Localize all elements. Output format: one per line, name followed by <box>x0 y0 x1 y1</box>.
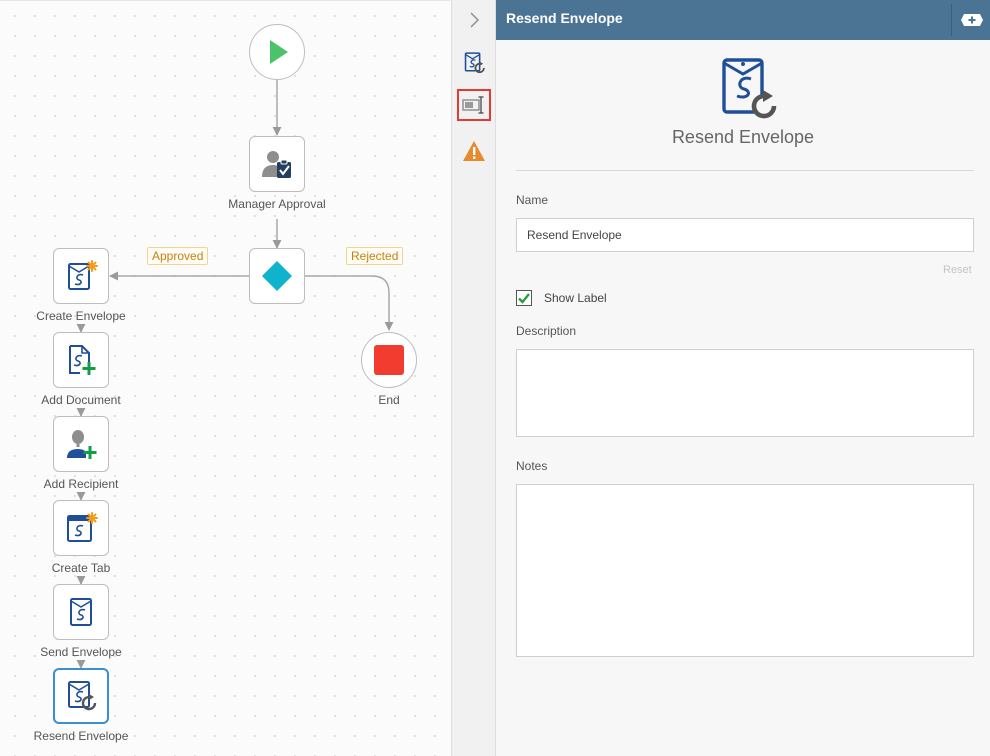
node-label-manager-approval: Manager Approval <box>228 197 326 211</box>
warning-icon <box>463 141 485 161</box>
workflow-canvas[interactable]: Manager Approval Approved Rejected End C… <box>0 0 450 756</box>
collapse-panel-button[interactable] <box>457 4 491 36</box>
node-label-send-envelope: Send Envelope <box>40 645 122 659</box>
node-label-create-tab: Create Tab <box>51 561 111 575</box>
envelope-resend-icon <box>464 52 485 74</box>
envelope-resend-icon <box>68 681 97 711</box>
header-divider <box>951 4 952 36</box>
properties-tool-button[interactable] <box>457 47 491 79</box>
show-label-checkbox[interactable] <box>516 290 532 306</box>
tab-new-icon <box>67 512 98 542</box>
connector-rejected-branch <box>305 275 394 331</box>
create-tab-node[interactable] <box>53 500 109 556</box>
node-label-resend-envelope: Resend Envelope <box>33 729 129 743</box>
add-document-node[interactable] <box>53 332 109 388</box>
manager-approval-node[interactable] <box>249 136 305 192</box>
resend-envelope-node[interactable] <box>53 668 109 724</box>
panel-header: Resend Envelope <box>496 0 990 40</box>
text-field-icon <box>462 96 484 114</box>
description-textarea[interactable] <box>516 349 974 437</box>
show-label-text: Show Label <box>544 291 607 305</box>
start-node[interactable] <box>249 24 305 80</box>
document-add-icon <box>69 345 96 375</box>
node-label-add-document: Add Document <box>41 393 121 407</box>
hero-title: Resend Envelope <box>671 127 815 147</box>
end-node[interactable] <box>361 332 417 388</box>
add-recipient-node[interactable] <box>53 416 109 472</box>
header-add-button[interactable] <box>960 12 984 28</box>
notes-textarea[interactable] <box>516 484 974 657</box>
warnings-tool-button[interactable] <box>457 135 491 167</box>
tool-strip <box>451 0 496 756</box>
create-envelope-node[interactable] <box>53 248 109 304</box>
properties-panel: Resend Envelope Resend Envelope Name Res… <box>496 0 990 756</box>
user-check-icon <box>262 151 291 178</box>
notes-label: Notes <box>516 459 548 473</box>
diamond-icon <box>262 261 292 291</box>
send-envelope-node[interactable] <box>53 584 109 640</box>
check-icon <box>518 293 530 304</box>
section-divider <box>516 170 974 171</box>
panel-title: Resend Envelope <box>506 10 623 26</box>
node-label-end: End <box>378 393 400 407</box>
branch-label-rejected: Rejected <box>346 247 404 265</box>
variables-tool-button[interactable] <box>457 89 491 121</box>
envelope-icon <box>70 598 92 626</box>
node-label-add-recipient: Add Recipient <box>43 477 119 491</box>
name-input[interactable] <box>516 218 974 252</box>
stop-icon <box>374 345 404 375</box>
chevron-right-icon <box>470 12 480 28</box>
workflow-connectors <box>76 79 394 669</box>
envelope-new-icon <box>68 260 98 290</box>
description-label: Description <box>516 324 577 338</box>
reset-link[interactable]: Reset <box>943 264 972 276</box>
user-add-icon <box>67 430 97 459</box>
envelope-resend-icon <box>722 58 777 119</box>
add-badge-icon <box>961 14 983 26</box>
play-icon <box>270 40 288 64</box>
name-label: Name <box>516 193 549 207</box>
decision-node[interactable] <box>249 248 305 304</box>
branch-label-approved: Approved <box>147 247 209 265</box>
node-label-create-envelope: Create Envelope <box>36 309 126 323</box>
